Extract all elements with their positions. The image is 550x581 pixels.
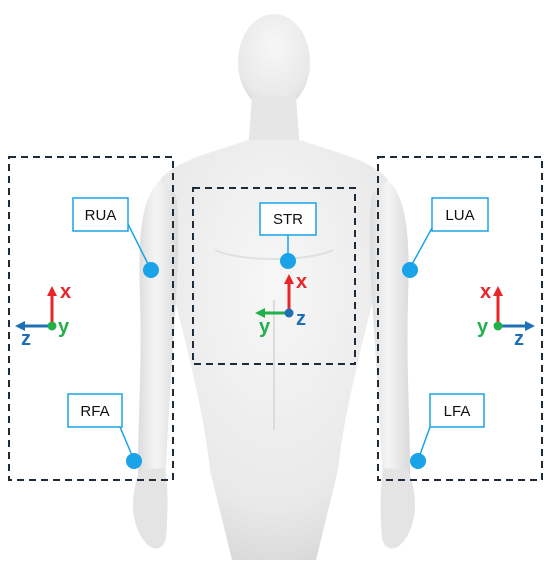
sensor-dot-lua (402, 262, 418, 278)
label-str: STR (273, 211, 303, 228)
axis-z-label: z (514, 328, 524, 350)
label-rfa: RFA (80, 403, 109, 420)
axes-chest: x y z (255, 271, 307, 338)
axis-z-label: z (296, 308, 306, 330)
axis-z-label: z (21, 328, 31, 350)
callout-lfa: LFA (429, 393, 485, 428)
mannequin-neck (248, 96, 300, 150)
label-lua: LUA (445, 207, 474, 224)
axis-x-label: x (60, 281, 71, 303)
sensor-dot-lfa (410, 453, 426, 469)
sensor-dots (126, 253, 426, 469)
mannequin-left-hand (380, 468, 415, 549)
sensor-frames (8, 156, 543, 481)
callout-rua: RUA (72, 197, 129, 232)
mannequin-right-hand (133, 468, 168, 549)
label-rua: RUA (85, 207, 117, 224)
mannequin-head (238, 14, 310, 110)
axis-y-label: y (477, 316, 489, 338)
right-arm-frame (8, 156, 174, 481)
sensor-dot-rfa (126, 453, 142, 469)
label-lfa: LFA (444, 403, 471, 420)
axes-left-arm: x y z (477, 281, 535, 350)
left-arm-frame (377, 156, 543, 481)
callout-lua: LUA (431, 197, 489, 232)
callout-str: STR (259, 202, 317, 236)
chest-frame (192, 187, 356, 365)
axis-x-label: x (296, 271, 307, 293)
callout-rfa: RFA (67, 393, 123, 428)
mannequin-left-arm (369, 180, 411, 540)
axis-y-label: y (259, 316, 271, 338)
axis-x-label: x (480, 281, 491, 303)
sensor-dot-str (280, 253, 296, 269)
callouts: RUA STR LUA RFA LFA (67, 197, 489, 428)
axes-right-arm: x y z (15, 281, 71, 350)
sensor-dot-rua (143, 262, 159, 278)
mannequin-figure (133, 14, 415, 560)
axis-y-label: y (58, 316, 70, 338)
